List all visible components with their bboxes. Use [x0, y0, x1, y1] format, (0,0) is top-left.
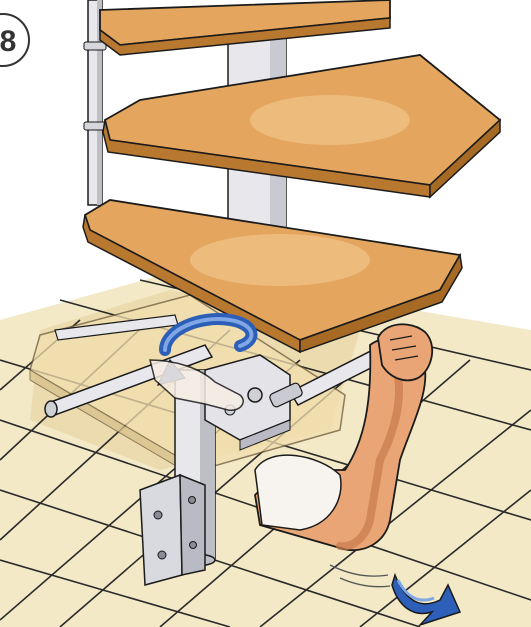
tread-middle: [103, 55, 500, 197]
step-number: 8: [0, 25, 16, 58]
floor-bracket: [140, 475, 205, 585]
step-number-badge: 8: [0, 14, 29, 66]
